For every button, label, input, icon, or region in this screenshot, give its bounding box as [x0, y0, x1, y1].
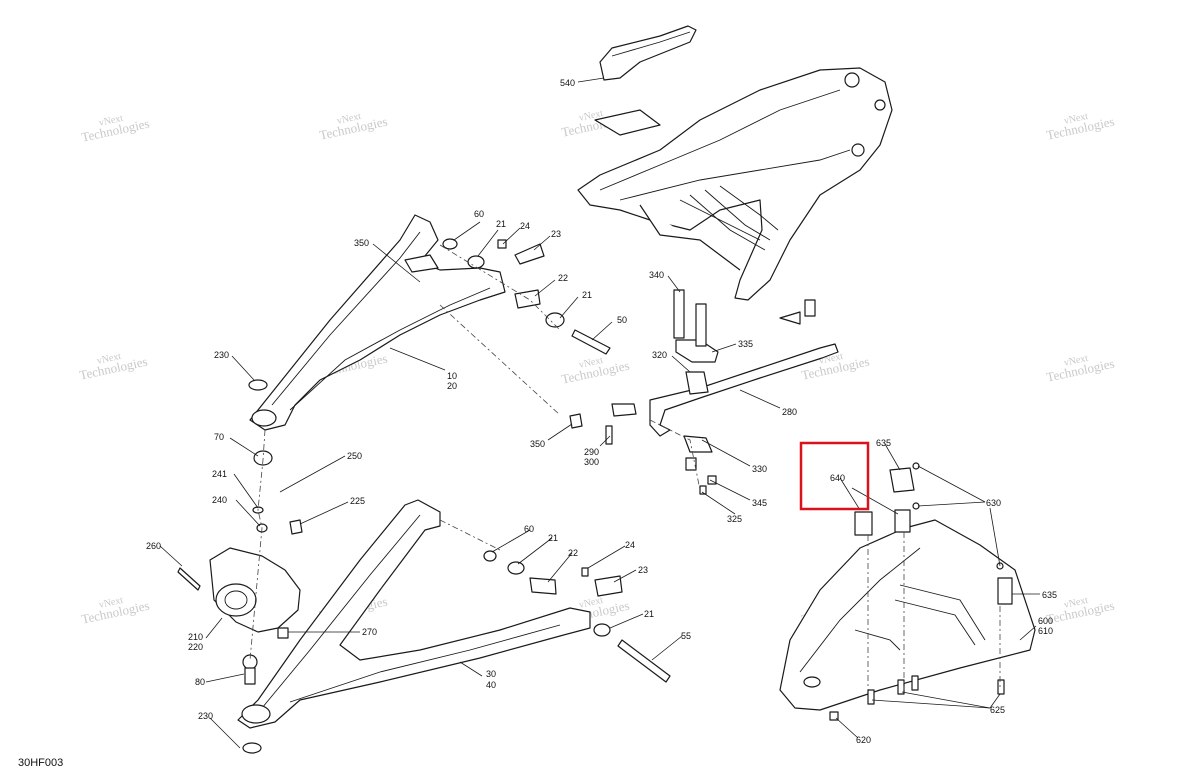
- part-label-30: 30: [486, 669, 496, 679]
- part-label-230: 230: [198, 711, 213, 721]
- part-label-290: 290: [584, 447, 599, 457]
- part-label-230: 230: [214, 350, 229, 360]
- part-label-22: 22: [568, 548, 578, 558]
- part-label-540: 540: [560, 78, 575, 88]
- svg-text:vNext: vNext: [578, 355, 604, 371]
- assembly-lines: [249, 244, 1001, 690]
- watermark: vNext Technologies: [560, 355, 631, 387]
- part-label-21: 21: [496, 219, 506, 229]
- part-label-23: 23: [551, 229, 561, 239]
- part-label-24: 24: [625, 540, 635, 550]
- part-label-20: 20: [447, 381, 457, 391]
- part-label-350: 350: [354, 238, 369, 248]
- svg-text:vNext: vNext: [98, 595, 124, 611]
- skid-plate: [779, 467, 1036, 711]
- part-label-620: 620: [856, 735, 871, 745]
- part-label-335: 335: [738, 339, 753, 349]
- sway-bar: [649, 339, 839, 453]
- part-label-640: 640: [830, 473, 845, 483]
- svg-text:vNext: vNext: [578, 595, 604, 611]
- part-label-24: 24: [520, 221, 530, 231]
- hardware: [177, 238, 1005, 754]
- upper-a-arm: [249, 214, 506, 431]
- watermark: vNext Technologies: [1045, 111, 1116, 143]
- part-label-350: 350: [530, 439, 545, 449]
- watermark: vNext Technologies: [318, 111, 389, 143]
- part-label-70: 70: [214, 432, 224, 442]
- part-label-50: 50: [617, 315, 627, 325]
- part-label-241: 241: [212, 469, 227, 479]
- part-label-60: 60: [474, 209, 484, 219]
- part-label-23: 23: [638, 565, 648, 575]
- part-label-40: 40: [486, 680, 496, 690]
- svg-text:vNext: vNext: [98, 113, 124, 129]
- knuckle: [209, 547, 301, 633]
- part-label-21: 21: [548, 533, 558, 543]
- part-label-610: 610: [1038, 626, 1053, 636]
- highlight-box: [799, 441, 870, 511]
- part-label-325: 325: [727, 514, 742, 524]
- part-label-22: 22: [558, 273, 568, 283]
- part-label-600: 600: [1038, 616, 1053, 626]
- svg-text:vNext: vNext: [96, 351, 122, 367]
- part-labels: 540 60 21 24 23 350 22 21 50 340 335 320…: [146, 78, 1057, 745]
- part-label-210: 210: [188, 632, 203, 642]
- watermark: vNext Technologies: [80, 595, 151, 627]
- front-frame-assembly: [577, 25, 893, 301]
- part-label-280: 280: [782, 407, 797, 417]
- part-label-260: 260: [146, 541, 161, 551]
- svg-text:vNext: vNext: [336, 111, 362, 127]
- part-label-240: 240: [212, 495, 227, 505]
- part-label-635: 635: [876, 438, 891, 448]
- part-label-630: 630: [986, 498, 1001, 508]
- part-label-625: 625: [990, 705, 1005, 715]
- part-label-270: 270: [362, 627, 377, 637]
- svg-text:vNext: vNext: [1063, 353, 1089, 369]
- diagram-id-label: 30HF003: [18, 757, 63, 769]
- watermark: vNext Technologies: [1045, 353, 1116, 385]
- part-label-55: 55: [681, 631, 691, 641]
- part-label-80: 80: [195, 677, 205, 687]
- part-label-320: 320: [652, 350, 667, 360]
- part-label-300: 300: [584, 457, 599, 467]
- part-label-60: 60: [524, 524, 534, 534]
- part-label-345: 345: [752, 498, 767, 508]
- part-label-635: 635: [1042, 590, 1057, 600]
- part-label-250: 250: [347, 451, 362, 461]
- svg-text:vNext: vNext: [1063, 111, 1089, 127]
- watermark: vNext Technologies: [78, 351, 149, 383]
- lower-a-arm: [237, 499, 591, 729]
- part-label-225: 225: [350, 496, 365, 506]
- leader-lines: [159, 77, 1040, 749]
- part-label-220: 220: [188, 642, 203, 652]
- svg-text:vNext: vNext: [1063, 595, 1089, 611]
- watermark: vNext Technologies: [80, 113, 151, 145]
- part-label-21: 21: [582, 290, 592, 300]
- part-label-21: 21: [644, 609, 654, 619]
- part-label-330: 330: [752, 464, 767, 474]
- part-label-340: 340: [649, 270, 664, 280]
- part-label-10: 10: [447, 371, 457, 381]
